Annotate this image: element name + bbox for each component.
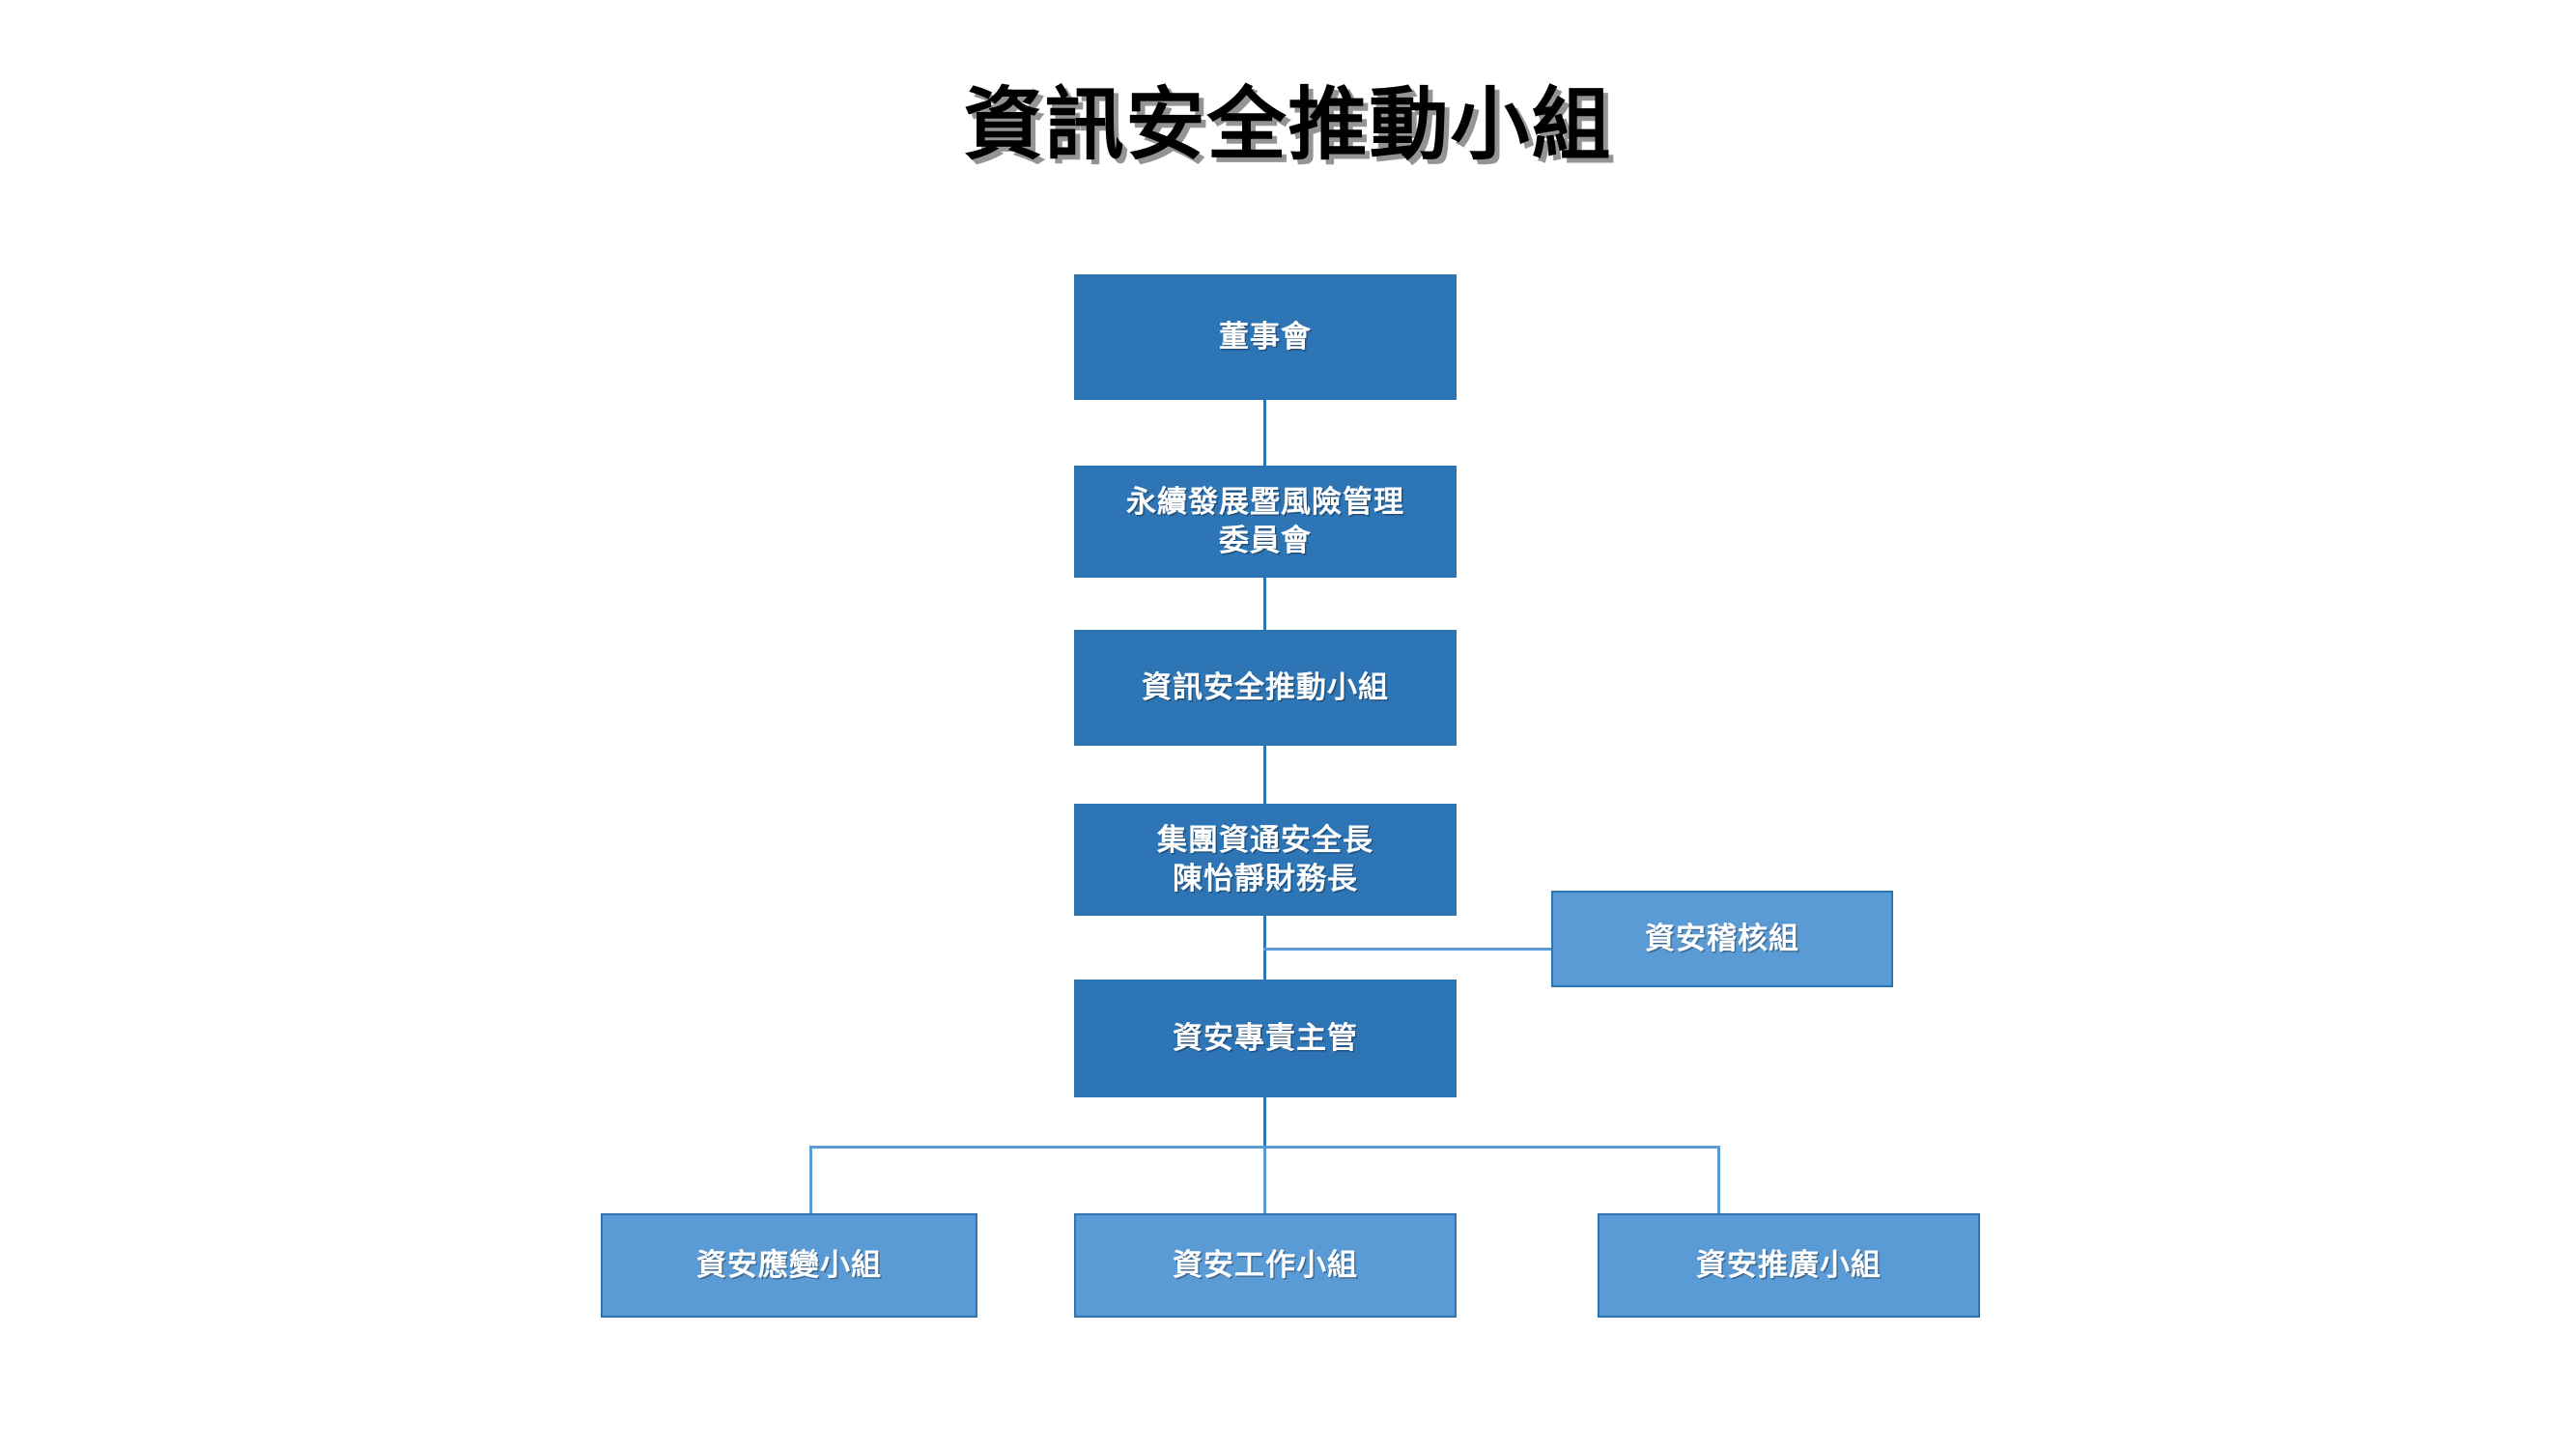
node-sustainability-risk-committee[interactable]: 永續發展暨風險管理 委員會 xyxy=(1074,466,1457,578)
connector-taskforce-to-ciso xyxy=(1263,746,1266,804)
connector-drop-response xyxy=(809,1146,812,1213)
connector-board-to-committee xyxy=(1263,400,1266,466)
page-title: 資訊安全推動小組 xyxy=(963,78,1613,171)
node-infosec-promotion-team[interactable]: 資安推廣小組 xyxy=(1598,1213,1980,1318)
node-infosec-taskforce[interactable]: 資訊安全推動小組 xyxy=(1074,630,1457,746)
node-infosec-dedicated-officer[interactable]: 資安專責主管 xyxy=(1074,980,1457,1097)
connector-drop-promotion xyxy=(1717,1146,1720,1213)
node-infosec-working-team[interactable]: 資安工作小組 xyxy=(1074,1213,1457,1318)
node-infosec-response-team[interactable]: 資安應變小組 xyxy=(601,1213,977,1318)
node-infosec-audit-team[interactable]: 資安稽核組 xyxy=(1551,891,1893,987)
connector-ciso-to-audit xyxy=(1263,948,1553,951)
node-board[interactable]: 董事會 xyxy=(1074,274,1457,400)
connector-drop-working xyxy=(1263,1146,1266,1213)
connector-committee-to-taskforce xyxy=(1263,578,1266,630)
connector-officer-stem xyxy=(1263,1097,1266,1148)
node-group-ciso[interactable]: 集團資通安全長 陳怡靜財務長 xyxy=(1074,804,1457,916)
